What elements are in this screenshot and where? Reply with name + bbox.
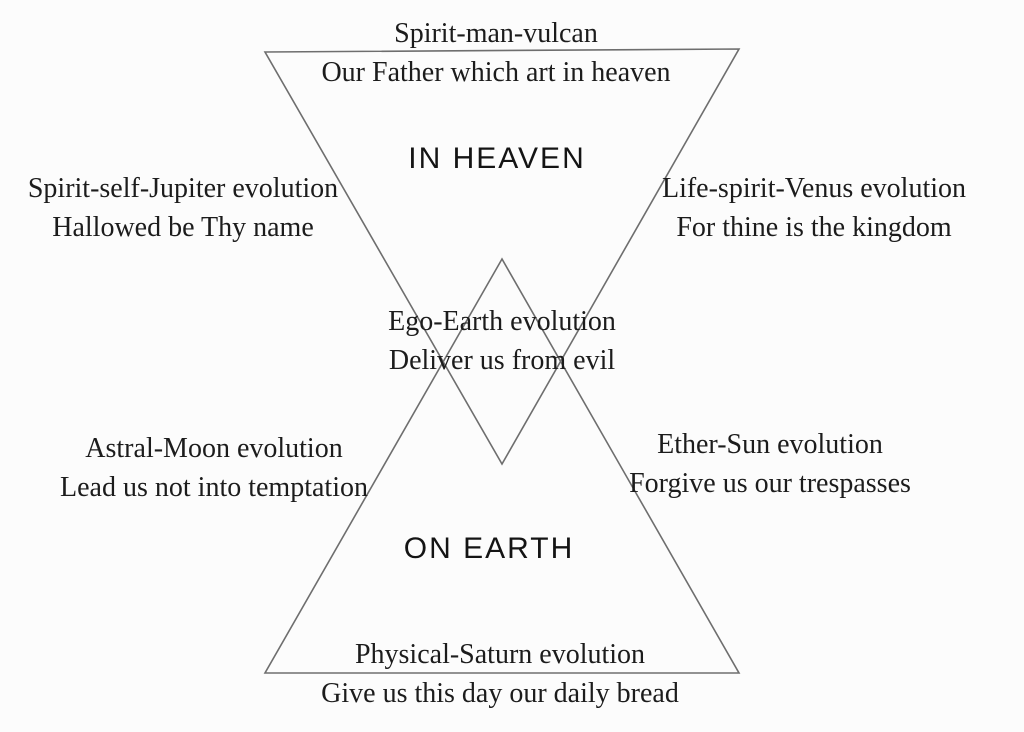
label-in-heaven: IN HEAVEN bbox=[408, 142, 586, 175]
label-physical-saturn: Physical-Saturn evolution Give us this d… bbox=[321, 635, 679, 713]
label-astral-moon: Astral-Moon evolution Lead us not into t… bbox=[60, 429, 368, 507]
label-on-earth: ON EARTH bbox=[403, 532, 575, 565]
label-spirit-man-vulcan-line2: Our Father which art in heaven bbox=[321, 57, 671, 88]
label-astral-moon-line2: Lead us not into temptation bbox=[60, 472, 368, 503]
label-spirit-man-vulcan-line1: Spirit-man-vulcan bbox=[394, 18, 598, 49]
label-ego-earth-line1: Ego-Earth evolution bbox=[388, 306, 616, 337]
label-ether-sun-line2: Forgive us our trespasses bbox=[629, 468, 911, 499]
label-spirit-man-vulcan: Spirit-man-vulcan Our Father which art i… bbox=[321, 14, 670, 92]
label-ego-earth: Ego-Earth evolution Deliver us from evil bbox=[388, 302, 616, 380]
label-ego-earth-line2: Deliver us from evil bbox=[388, 345, 616, 376]
label-spirit-self-jupiter-line1: Spirit-self-Jupiter evolution bbox=[27, 173, 339, 204]
upright-triangle bbox=[263, 257, 741, 674]
label-life-spirit-venus-line1: Life-spirit-Venus evolution bbox=[661, 173, 967, 204]
label-spirit-self-jupiter-line2: Hallowed be Thy name bbox=[52, 212, 314, 243]
label-astral-moon-line1: Astral-Moon evolution bbox=[85, 433, 343, 464]
label-life-spirit-venus-line2: For thine is the kingdom bbox=[676, 212, 952, 243]
label-ether-sun: Ether-Sun evolution Forgive us our tresp… bbox=[629, 425, 911, 503]
label-physical-saturn-line1: Physical-Saturn evolution bbox=[354, 639, 646, 670]
label-physical-saturn-line2: Give us this day our daily bread bbox=[321, 678, 679, 709]
label-ether-sun-line1: Ether-Sun evolution bbox=[657, 429, 883, 460]
label-life-spirit-venus: Life-spirit-Venus evolution For thine is… bbox=[662, 169, 966, 247]
inverted-triangle bbox=[263, 48, 741, 466]
label-spirit-self-jupiter: Spirit-self-Jupiter evolution Hallowed b… bbox=[28, 169, 338, 247]
